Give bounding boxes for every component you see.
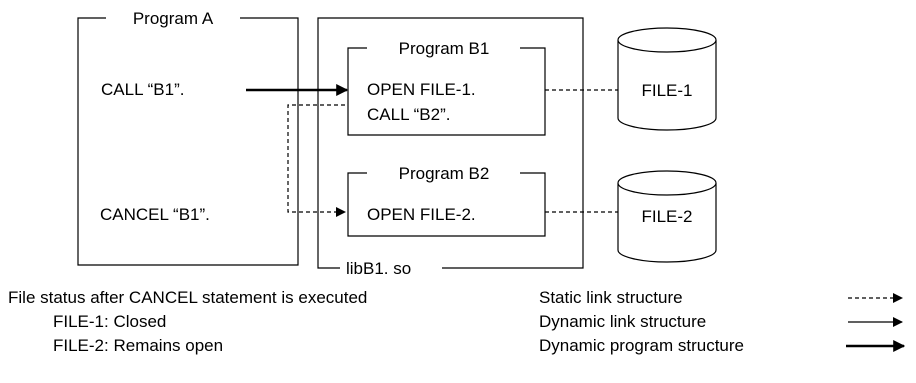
legend-dynamic-link-label: Dynamic link structure xyxy=(539,312,706,331)
library-label: libB1. so xyxy=(346,259,411,278)
program-b2-title: Program B2 xyxy=(399,164,490,183)
file2-cylinder: FILE-2 xyxy=(617,170,717,263)
legend: Static link structure Dynamic link struc… xyxy=(539,288,906,355)
b2-open-file2-statement: OPEN FILE-2. xyxy=(367,205,476,224)
program-b1-box: Program B1 OPEN FILE-1. CALL “B2”. xyxy=(347,39,546,136)
file1-label: FILE-1 xyxy=(641,81,692,100)
b1-call-b2-statement: CALL “B2”. xyxy=(367,105,450,124)
program-b1-title: Program B1 xyxy=(399,39,490,58)
program-a-box: Program A CALL “B1”. CANCEL “B1”. xyxy=(77,9,299,266)
cancel-b1-statement: CANCEL “B1”. xyxy=(100,205,210,224)
file1-cylinder: FILE-1 xyxy=(617,27,717,131)
status-heading: File status after CANCEL statement is ex… xyxy=(8,288,367,307)
call-b1-statement: CALL “B1”. xyxy=(101,80,184,99)
program-b2-box: Program B2 OPEN FILE-2. xyxy=(347,164,546,237)
library-box: libB1. so xyxy=(317,17,584,278)
program-a-title: Program A xyxy=(133,9,214,28)
b1-open-file1-statement: OPEN FILE-1. xyxy=(367,80,476,99)
file2-label: FILE-2 xyxy=(641,207,692,226)
call-b2-arrowhead xyxy=(336,207,346,217)
legend-dynamic-program-label: Dynamic program structure xyxy=(539,336,744,355)
file-status-notes: File status after CANCEL statement is ex… xyxy=(8,288,367,355)
status-file2: FILE-2: Remains open xyxy=(53,336,223,355)
call-b2-static-link xyxy=(287,104,345,213)
legend-static-label: Static link structure xyxy=(539,288,683,307)
status-file1: FILE-1: Closed xyxy=(53,312,166,331)
